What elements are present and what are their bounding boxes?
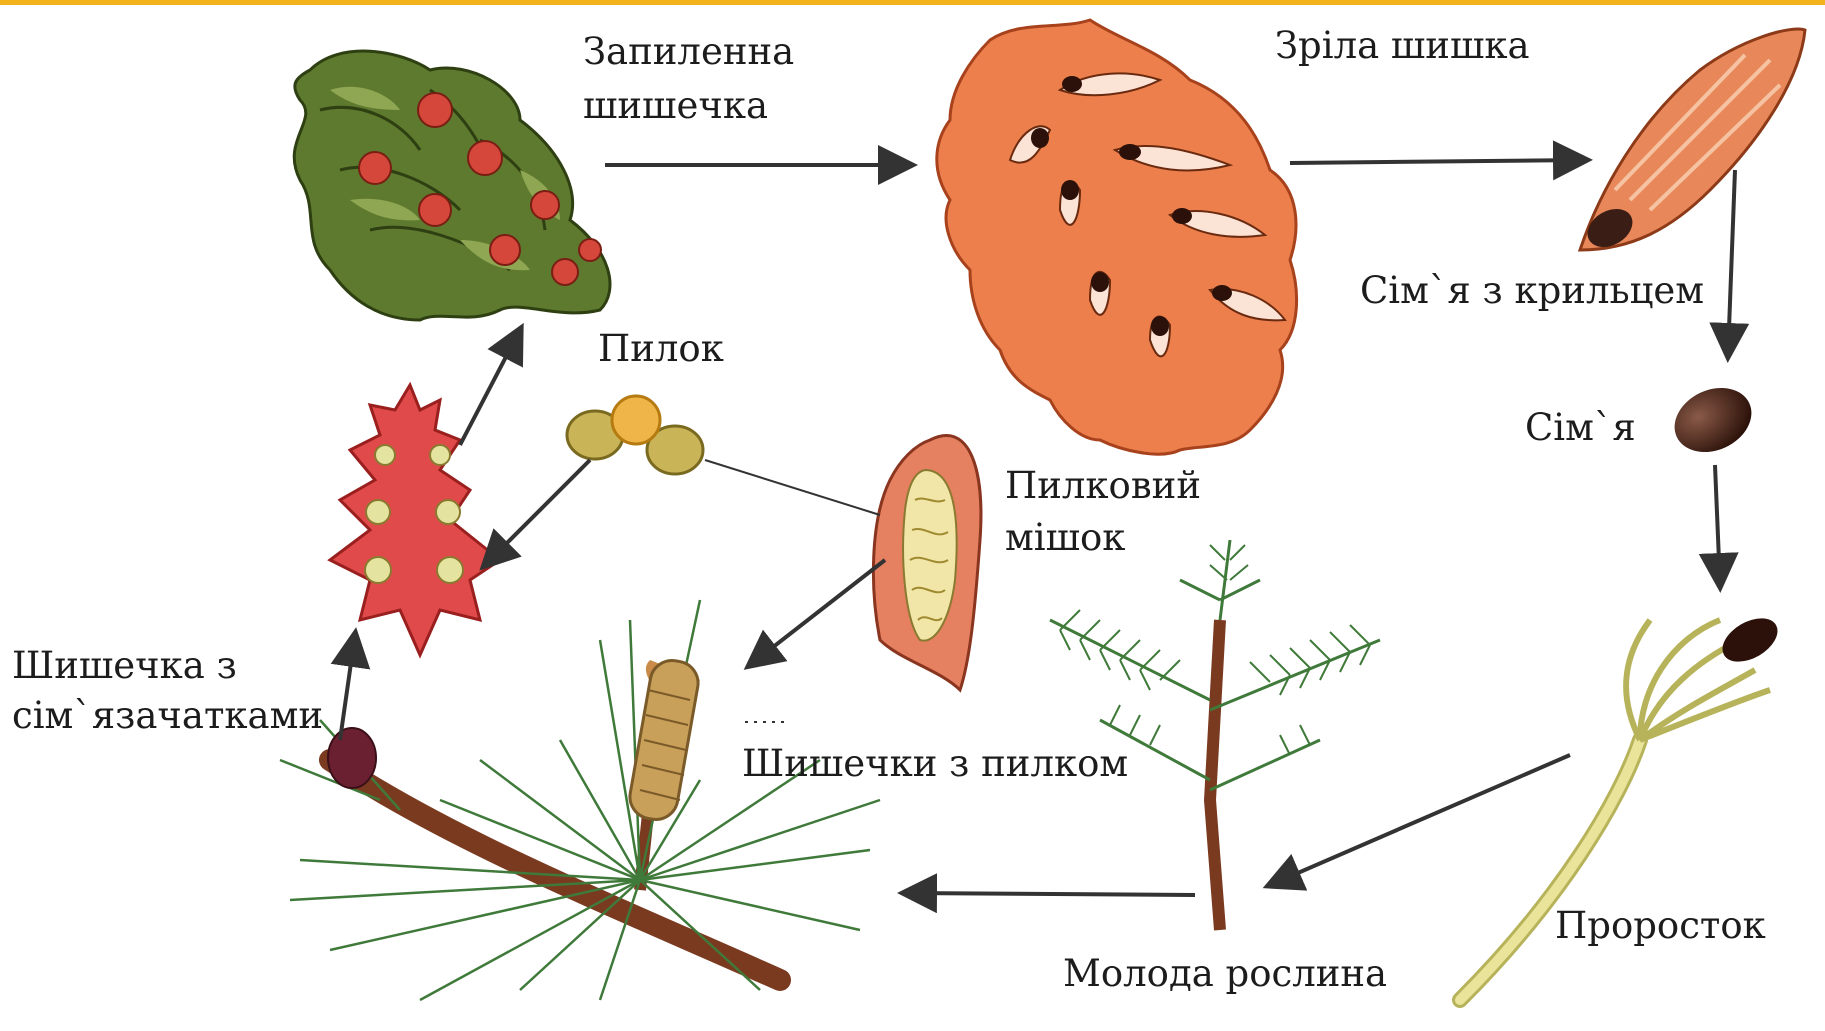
- label-pollinated-cone-line1: Запиленна: [583, 26, 794, 78]
- label-pollen-sac-line2: мішок: [1005, 512, 1125, 564]
- label-ovulate-cone-line1: Шишечка з: [12, 640, 237, 692]
- pollinated-cone-illustration: [294, 51, 610, 320]
- label-pollen-sac-line1: Пилковий: [1005, 460, 1201, 512]
- seed-illustration: [1664, 376, 1762, 464]
- label-young-plant: Молода рослина: [1063, 948, 1387, 1000]
- young-plant-illustration: [1050, 540, 1380, 930]
- label-pollinated-cone-line2: шишечка: [583, 80, 768, 132]
- label-seedling: Проросток: [1555, 900, 1766, 952]
- leader-lines: [705, 460, 880, 722]
- mature-cone-illustration: [937, 20, 1297, 454]
- winged-seed-illustration: [1580, 29, 1805, 255]
- label-seed: Сім`я: [1525, 402, 1636, 454]
- label-pollen: Пилок: [598, 323, 724, 375]
- label-pollen-cones: Шишечки з пилком: [742, 738, 1128, 790]
- label-mature-cone: Зріла шишка: [1275, 20, 1530, 72]
- label-ovulate-cone-line2: сім`язачатками: [12, 690, 323, 742]
- label-winged-seed: Сім`я з крильцем: [1360, 265, 1704, 317]
- ovulate-cone-illustration: [330, 385, 500, 655]
- pollen-sac-illustration: [873, 436, 980, 690]
- pine-branch-illustration: [280, 600, 880, 1000]
